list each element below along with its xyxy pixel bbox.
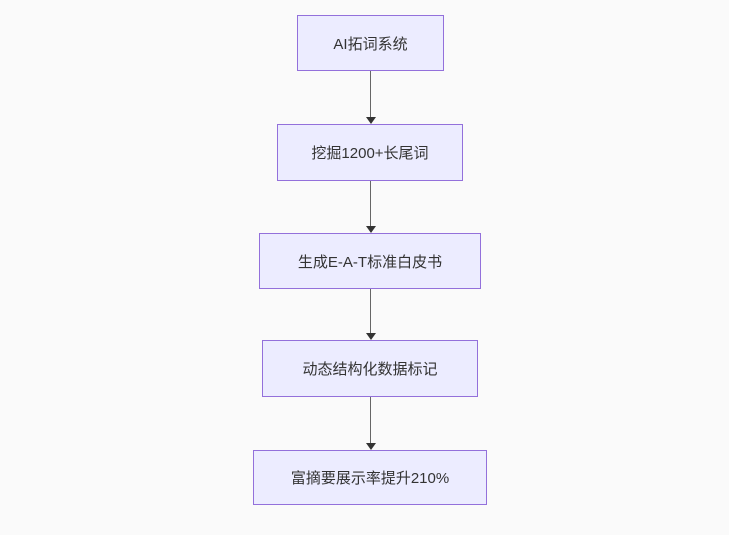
edge-line (370, 181, 371, 226)
arrowhead-down-icon (365, 333, 376, 340)
node-label: 动态结构化数据标记 (302, 361, 438, 378)
edge-line (370, 289, 371, 333)
flowchart-node-generate-eat-whitepaper: 生成E-A-T标准白皮书 (259, 233, 481, 289)
flowchart-edge-c-d (365, 289, 376, 340)
flowchart-node-rich-snippet-rate-increase: 富摘要展示率提升210% (253, 450, 487, 505)
arrowhead-down-icon (365, 443, 376, 450)
arrowhead-down-icon (365, 226, 376, 233)
node-label: 挖掘1200+长尾词 (311, 145, 429, 162)
edge-line (370, 397, 371, 443)
node-label: 生成E-A-T标准白皮书 (297, 253, 443, 271)
node-label: 富摘要展示率提升210% (290, 470, 450, 487)
flowchart-edge-d-e (365, 397, 376, 450)
flowchart-edge-a-b (365, 71, 376, 124)
flowchart-node-ai-word-expansion-system: AI拓词系统 (297, 15, 444, 71)
arrowhead-down-icon (365, 117, 376, 124)
flowchart-node-dynamic-structured-data-markup: 动态结构化数据标记 (262, 340, 478, 397)
edge-line (370, 71, 371, 117)
flowchart-node-mine-longtail-keywords: 挖掘1200+长尾词 (277, 124, 463, 181)
node-label: AI拓词系统 (333, 35, 408, 53)
flowchart-edge-b-c (365, 181, 376, 233)
